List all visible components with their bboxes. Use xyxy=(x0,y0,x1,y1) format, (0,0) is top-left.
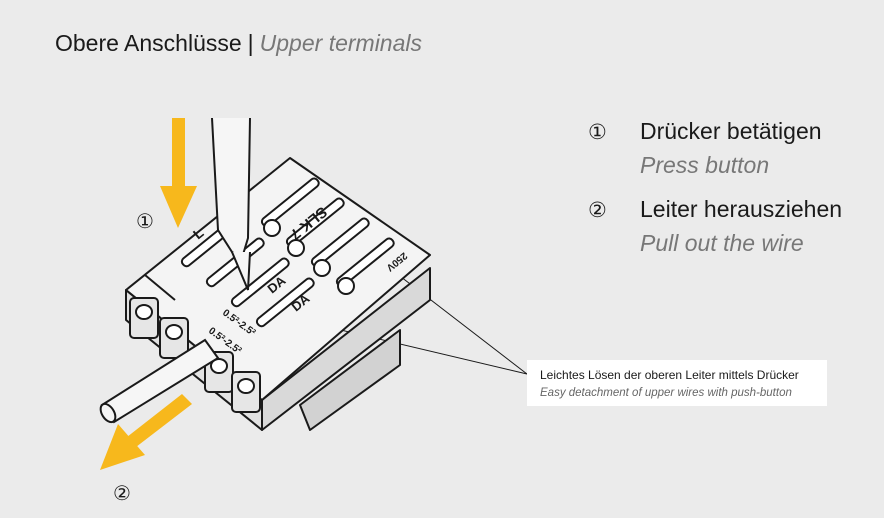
step-2-en: Pull out the wire xyxy=(640,230,804,256)
callout-box: Leichtes Lösen der oberen Leiter mittels… xyxy=(527,360,827,406)
step-1-number: ① xyxy=(588,121,607,144)
wire xyxy=(99,338,220,424)
press-arrow xyxy=(160,118,197,228)
step-2-number: ② xyxy=(588,199,607,222)
top-slots xyxy=(180,177,395,328)
step-1-de: Drücker betätigen xyxy=(640,118,822,144)
front-openings xyxy=(129,297,261,413)
title-separator: | xyxy=(247,30,254,56)
page-title: Obere Anschlüsse|Upper terminals xyxy=(55,30,422,57)
title-de: Obere Anschlüsse xyxy=(55,30,242,56)
title-en: Upper terminals xyxy=(259,30,422,56)
step-1-en: Press button xyxy=(640,152,770,178)
press-step-marker: ① xyxy=(136,211,154,233)
callout-de: Leichtes Lösen der oberen Leiter mittels… xyxy=(540,368,799,382)
pull-arrow xyxy=(100,394,192,470)
screwdriver xyxy=(211,117,251,291)
step-2-de: Leiter herausziehen xyxy=(640,196,843,222)
callout-en: Easy detachment of upper wires with push… xyxy=(540,387,792,399)
pull-step-marker: ② xyxy=(113,483,131,505)
